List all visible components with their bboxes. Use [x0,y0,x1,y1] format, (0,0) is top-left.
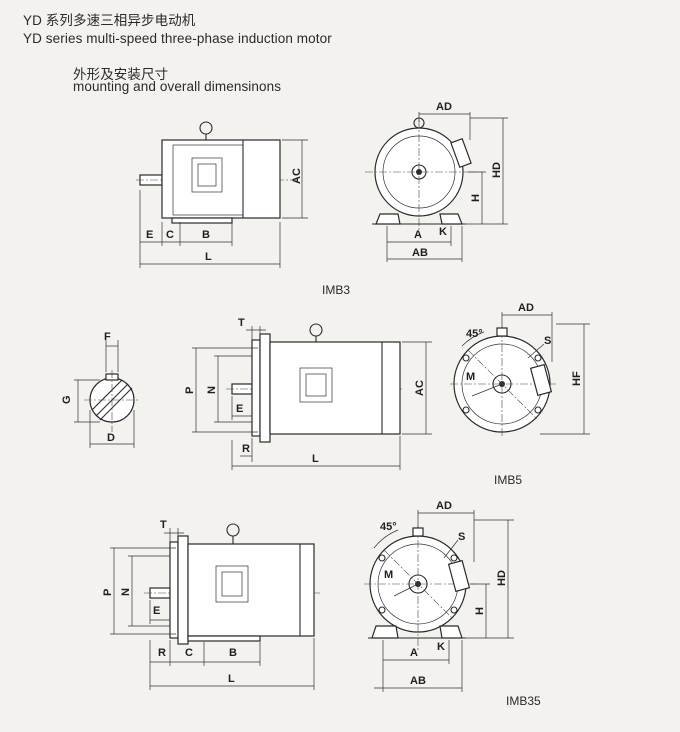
imb3-side-view: AC E C B L [136,121,308,268]
imb3-c-label: C [166,229,174,241]
imb35-r-label: R [158,647,166,659]
imb5-p-label: P [184,387,196,394]
imb3-ac-label: AC [291,168,303,184]
imb3-k-label: K [439,226,447,238]
imb3-h-label: H [470,194,482,202]
imb5-n-label: N [206,386,218,394]
imb5-ad-label: AD [518,302,534,314]
imb35-n-label: N [120,588,132,596]
imb5-e-label: E [236,403,243,415]
imb5-t-label: T [238,317,245,329]
title-cn: YD 系列多速三相异步电动机 [23,13,196,28]
imb35-e-label: E [153,605,160,617]
subtitle-cn: 外形及安装尺寸 [73,67,169,82]
imb35-angle-label: 45° [380,521,397,533]
imb5-caption: IMB5 [494,473,523,487]
imb35-m-label: M [384,569,393,581]
imb5-angle-label: 45° [466,328,483,340]
imb35-l-label: L [228,673,235,685]
imb3-caption: IMB3 [322,283,351,297]
imb5-ac-label: AC [414,380,426,396]
title-en: YD series multi-speed three-phase induct… [23,31,332,46]
imb3-end-view: AD HD H A K AB [365,101,508,262]
imb3-e-label: E [146,229,153,241]
imb35-b-label: B [229,647,237,659]
imb35-s-label: S [458,531,465,543]
imb3-a-label: A [414,229,422,241]
imb35-end-view: M 45° S AD HD H A K AB [364,500,514,692]
imb35-c-label: C [185,647,193,659]
imb35-caption: IMB35 [506,694,541,708]
imb3-ab-label: AB [412,247,428,259]
imb5-side-view: T P N E R L AC [184,317,432,470]
imb5-m-label: M [466,371,475,383]
imb5-shaft-section: F G D [61,331,140,448]
imb5-l-label: L [312,453,319,465]
imb3-l-label: L [205,251,212,263]
imb35-hd-label: HD [496,570,508,586]
imb35-side-view: T P N E R C B L [102,519,320,690]
imb3-hd-label: HD [491,162,503,178]
imb5-f-label: F [104,331,111,343]
imb5-s-label: S [544,335,551,347]
imb5-r-label: R [242,443,250,455]
imb35-k-label: K [437,641,445,653]
imb3-ad-label: AD [436,101,452,113]
imb35-a-label: A [410,647,418,659]
imb35-ab-label: AB [410,675,426,687]
imb35-ad-label: AD [436,500,452,512]
imb3-b-label: B [202,229,210,241]
imb5-end-view: M 45° S AD HF [450,302,590,436]
imb5-hf-label: HF [571,371,583,386]
imb5-g-label: G [61,395,73,404]
subtitle-en: mounting and overall dimensinons [73,79,282,94]
imb5-d-label: D [107,432,115,444]
imb35-h-label: H [474,607,486,615]
imb35-t-label: T [160,519,167,531]
imb35-p-label: P [102,589,114,596]
